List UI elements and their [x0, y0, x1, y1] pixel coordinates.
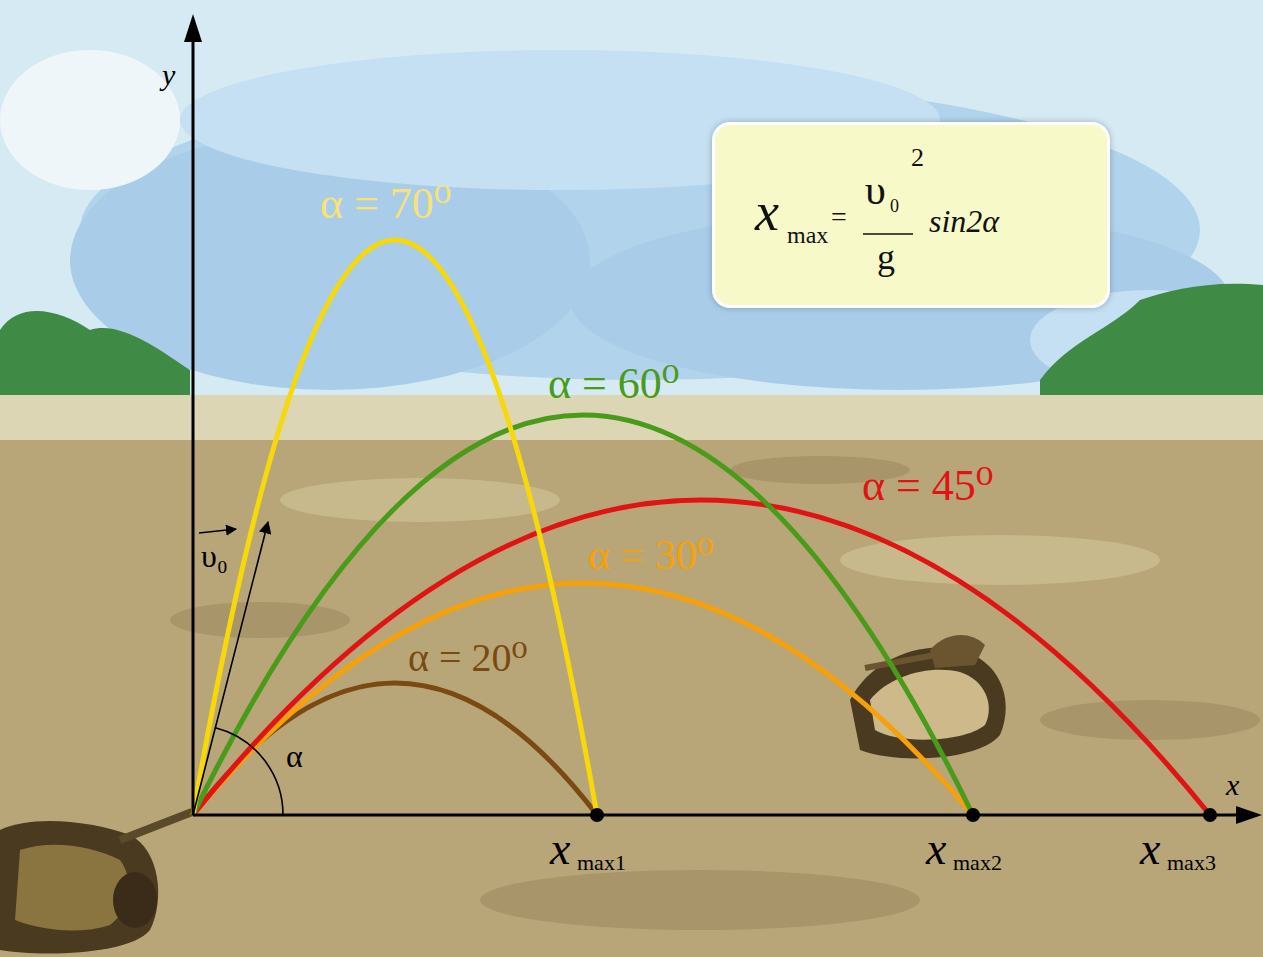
axis-label: x: [1226, 770, 1239, 800]
range-subscript: max1: [577, 852, 626, 874]
angle-label: α = 70⁰: [320, 182, 452, 226]
velocity-vector: [193, 522, 268, 815]
formula-box: xmax= υ0 2 g sin2α: [712, 122, 1110, 308]
range-label: x: [550, 826, 570, 872]
formula-exponent: 2: [911, 145, 924, 171]
trajectory-30: [193, 583, 973, 815]
formula-variable: x: [755, 185, 779, 239]
trajectory-70: [193, 240, 597, 815]
fraction-line: [863, 233, 913, 235]
tank-right: [850, 635, 1006, 758]
range-label: x: [1140, 826, 1160, 872]
axis-label: y: [162, 60, 175, 90]
angle-label: α = 60⁰: [548, 362, 680, 406]
tank-left: [0, 812, 192, 953]
formula-subscript: max: [787, 223, 828, 247]
formula-subscript: 0: [890, 197, 899, 215]
formula-function: sin2α: [929, 205, 999, 237]
velocity-label: υ₀: [199, 540, 230, 572]
range-label: x: [926, 826, 946, 872]
angle-symbol: α: [286, 740, 303, 772]
trajectory-60: [193, 415, 973, 815]
formula-denominator: g: [877, 239, 895, 275]
y-axis-head: [184, 14, 202, 42]
x-axis: [193, 814, 1245, 817]
y-axis: [192, 35, 195, 815]
range-point: [590, 808, 604, 822]
angle-label: α = 45⁰: [862, 464, 994, 508]
angle-label: α = 20⁰: [408, 638, 528, 678]
range-point: [1203, 808, 1217, 822]
range-subscript: max3: [1167, 852, 1216, 874]
range-point: [966, 808, 980, 822]
angle-label: α = 30⁰: [588, 534, 714, 576]
formula-numerator: υ: [865, 169, 886, 211]
formula-equals: =: [831, 203, 847, 231]
range-subscript: max2: [953, 852, 1002, 874]
vector-symbol: [199, 529, 236, 533]
x-axis-head: [1236, 806, 1262, 824]
trajectory-45: [193, 500, 1210, 815]
angle-arc: [215, 728, 283, 815]
